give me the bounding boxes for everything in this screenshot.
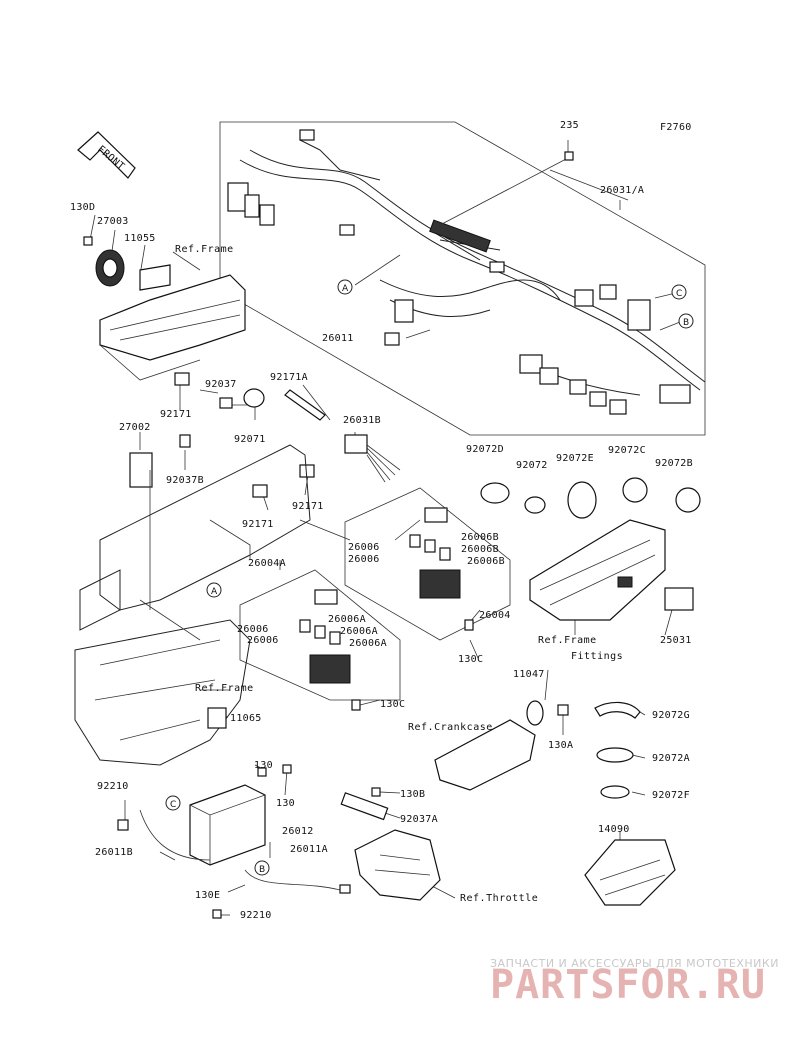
label-26011b: 26011B [95, 847, 133, 858]
battery-assembly [117, 707, 351, 919]
throttle-assembly [340, 787, 441, 901]
label-92037: 92037 [205, 379, 237, 390]
front-arrow-icon: FRONT [77, 131, 136, 179]
label-92171-b: 92171 [292, 501, 324, 512]
watermark-tagline: ЗАПЧАСТИ И АКСЕССУАРЫ ДЛЯ МОТОТЕХНИКИ [490, 957, 779, 970]
label-26006a-a: 26006A [328, 614, 366, 625]
label-27003: 27003 [97, 216, 129, 227]
fuse-box-upper [409, 507, 474, 631]
callout-a-top: A [337, 279, 353, 295]
label-11047: 11047 [513, 669, 545, 680]
callout-c-top-text: C [676, 289, 682, 299]
label-26006-b: 26006 [348, 554, 380, 565]
label-26006b-a: 26006B [461, 532, 499, 543]
label-26006-d: 26006 [247, 635, 279, 646]
label-92210-b: 92210 [240, 910, 272, 921]
label-26006-a: 26006 [348, 542, 380, 553]
label-92171-c: 92171 [242, 519, 274, 530]
crankcase-assembly [434, 700, 569, 791]
frame-fittings [529, 519, 694, 621]
fasteners [83, 151, 574, 346]
clamps-lower-right [594, 701, 641, 799]
label-26006b-b: 26006B [461, 544, 499, 555]
cover-14090 [584, 839, 676, 906]
ref-frame-mid: Ref.Frame [195, 683, 254, 694]
label-130b: 130B [400, 789, 425, 800]
label-92037b: 92037B [166, 475, 204, 486]
callout-a-mid: A [206, 582, 222, 598]
label-92037a: 92037A [400, 814, 438, 825]
label-26004: 26004 [479, 610, 511, 621]
label-130c-b: 130C [380, 699, 405, 710]
callout-c-low: C [165, 795, 181, 811]
callout-b-low-text: B [259, 865, 265, 875]
ref-fittings: Fittings [571, 651, 623, 662]
label-26006b-c: 26006B [467, 556, 505, 567]
label-235: 235 [560, 120, 579, 131]
label-26031b: 26031B [343, 415, 381, 426]
label-92072a: 92072A [652, 753, 690, 764]
ref-crankcase: Ref.Crankcase [408, 722, 493, 733]
ref-frame-right: Ref.Frame [538, 635, 597, 646]
label-92072e: 92072E [556, 453, 594, 464]
label-92071: 92071 [234, 434, 266, 445]
label-26012: 26012 [282, 826, 314, 837]
label-26006-c: 26006 [237, 624, 269, 635]
callout-a-mid-text: A [211, 587, 218, 597]
label-26006a-b: 26006A [340, 626, 378, 637]
part-labels: F2760 235 26031/A 26011 130D 27003 11055… [70, 120, 693, 921]
label-92210-a: 92210 [97, 781, 129, 792]
label-26031a: 26031/A [600, 185, 644, 196]
callout-c-top: C [671, 284, 687, 300]
watermark: ЗАПЧАСТИ И АКСЕССУАРЫ ДЛЯ МОТОТЕХНИКИ PA… [490, 957, 779, 1008]
label-92072g: 92072G [652, 710, 690, 721]
label-26004a: 26004A [248, 558, 286, 569]
ref-frame-top: Ref.Frame [175, 244, 234, 255]
label-26011: 26011 [322, 333, 354, 344]
callout-c-low-text: C [170, 800, 176, 810]
label-92072: 92072 [516, 460, 548, 471]
horn-and-frame [95, 249, 326, 448]
label-130e: 130E [195, 890, 220, 901]
outline-boxes [219, 121, 706, 701]
fuse-box-lower [299, 589, 361, 711]
leader-lines [89, 140, 681, 916]
label-130-b: 130 [276, 798, 295, 809]
clamps-right [480, 477, 701, 519]
label-14090: 14090 [598, 824, 630, 835]
label-26006a-c: 26006A [349, 638, 387, 649]
callout-b-top: B [678, 313, 694, 329]
label-92072d: 92072D [466, 444, 504, 455]
callout-b-top-text: B [683, 318, 689, 328]
label-25031: 25031 [660, 635, 692, 646]
label-92171a: 92171A [270, 372, 308, 383]
label-11055: 11055 [124, 233, 156, 244]
label-130d: 130D [70, 202, 95, 213]
label-130c-a: 130C [458, 654, 483, 665]
label-130-a: 130 [254, 760, 273, 771]
label-130a: 130A [548, 740, 573, 751]
main-frame [74, 444, 311, 766]
watermark-brand: PARTSFOR.RU [490, 962, 766, 1008]
label-11065: 11065 [230, 713, 262, 724]
label-92072b: 92072B [655, 458, 693, 469]
callout-b-low: B [254, 860, 270, 876]
label-26011a: 26011A [290, 844, 328, 855]
label-27002: 27002 [119, 422, 151, 433]
figure-code: F2760 [660, 122, 692, 133]
ref-throttle: Ref.Throttle [460, 893, 538, 904]
label-92072f: 92072F [652, 790, 690, 801]
main-wiring-harness [227, 129, 706, 415]
label-92072c: 92072C [608, 445, 646, 456]
label-92171-a: 92171 [160, 409, 192, 420]
callout-a-top-text: A [342, 284, 349, 294]
